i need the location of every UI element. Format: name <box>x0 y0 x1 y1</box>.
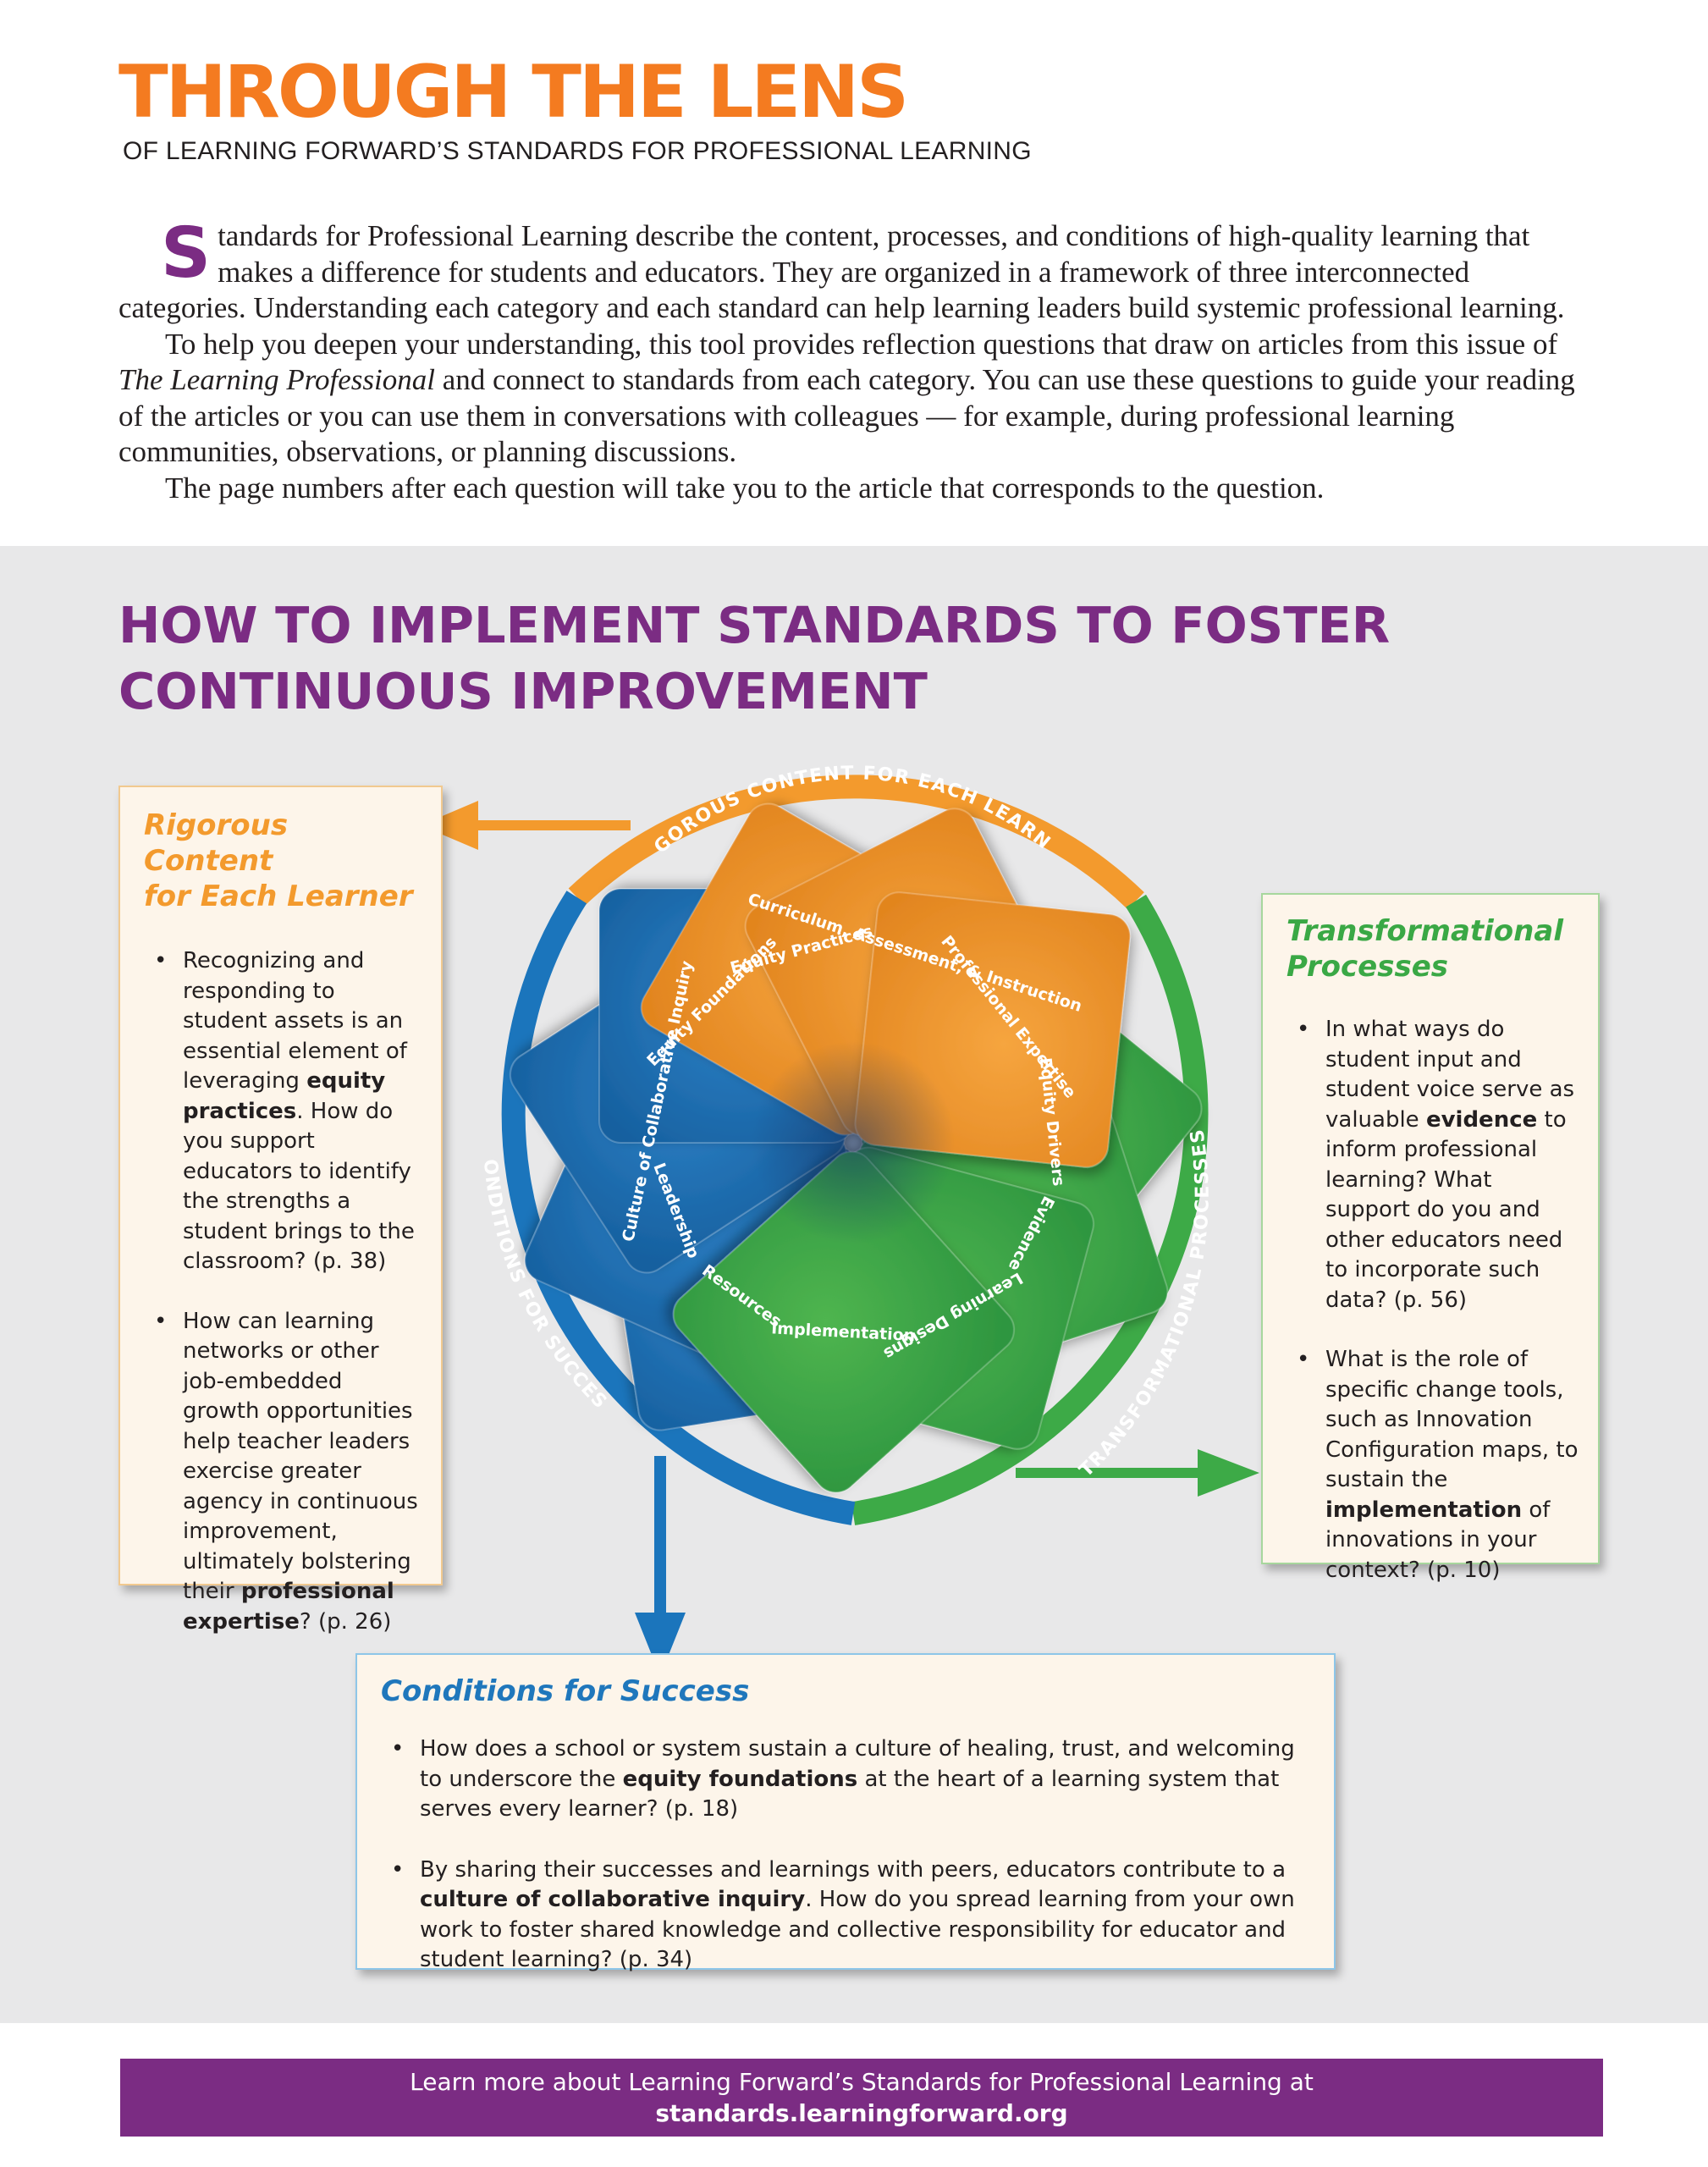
standard-highlight: implementation <box>1325 1497 1523 1523</box>
question-item: In what ways do student input and studen… <box>1287 1015 1581 1315</box>
footer-banner: Learn more about Learning Forward’s Stan… <box>120 2059 1603 2137</box>
standard-highlight: professional expertise <box>183 1579 394 1635</box>
question-text: What is the role of specific change tool… <box>1325 1347 1579 1492</box>
conditions-question-list: How does a school or system sustain a cu… <box>381 1734 1312 1976</box>
intro-paragraph-1-text: tandards for Professional Learning descr… <box>118 219 1565 324</box>
arrow-to-transformational <box>1016 1449 1259 1497</box>
question-item: How can learning networks or other job-e… <box>144 1307 419 1638</box>
arrow-to-conditions <box>635 1456 686 1676</box>
standard-highlight: evidence <box>1425 1106 1538 1133</box>
question-text: By sharing their successes and learnings… <box>420 1856 1287 1883</box>
standard-highlight: culture of collaborative inquiry <box>420 1887 806 1912</box>
question-text: to inform professional learning? What su… <box>1325 1106 1567 1313</box>
footer-text: Learn more about Learning Forward’s Stan… <box>410 2068 1314 2096</box>
question-text: ? (p. 26) <box>299 1608 392 1635</box>
intro-paragraph-2: To help you deepen your understanding, t… <box>118 327 1591 471</box>
section-heading-line-1: HOW TO IMPLEMENT STANDARDS TO FOSTER <box>118 596 1391 654</box>
drop-cap: S <box>161 213 212 294</box>
question-item: Recognizing and responding to student as… <box>144 946 419 1277</box>
section-heading-line-2: CONTINUOUS IMPROVEMENT <box>118 662 928 720</box>
question-item: How does a school or system sustain a cu… <box>381 1734 1312 1825</box>
question-item: By sharing their successes and learnings… <box>381 1855 1312 1976</box>
standard-card-implementation <box>672 1150 1016 1493</box>
rigorous-title-line-2: for Each Learner <box>144 879 413 913</box>
question-text: How can learning networks or other job-e… <box>183 1308 418 1605</box>
question-text: In what ways do student input and studen… <box>1325 1017 1575 1133</box>
question-text: . How do you spread learning from your o… <box>420 1887 1295 1972</box>
intro-paragraph-2-end: and connect to standards from each categ… <box>118 363 1575 468</box>
question-text: Recognizing and responding to student as… <box>183 948 407 1094</box>
transformational-title-line-1: Transformational <box>1287 914 1563 948</box>
page-title: THROUGH THE LENS <box>118 50 909 135</box>
standard-highlight: equity practices <box>183 1068 386 1124</box>
ring-label-rigorous: RIGOROUS CONTENT FOR EACH LEARNER <box>0 0 1055 858</box>
standard-highlight: equity foundations <box>622 1766 858 1792</box>
question-text: How does a school or system sustain a cu… <box>420 1736 1295 1792</box>
intro-paragraph-3: The page numbers after each question wil… <box>165 471 1325 505</box>
ring-orange-arc <box>568 775 1144 910</box>
arrow-to-rigorous <box>421 801 631 850</box>
question-text: at the heart of a learning system that s… <box>420 1766 1280 1822</box>
question-item: What is the role of specific change tool… <box>1287 1345 1581 1585</box>
question-text: of innovations in your context? (p. 10) <box>1325 1497 1551 1583</box>
section-heading: HOW TO IMPLEMENT STANDARDS TO FOSTER CON… <box>118 593 1473 725</box>
transformational-question-list: In what ways do student input and studen… <box>1287 1015 1581 1585</box>
conditions-for-success-title: Conditions for Success <box>381 1674 750 1708</box>
publication-title: The Learning Professional <box>118 363 435 396</box>
page-subtitle: OF LEARNING FORWARD’S STANDARDS FOR PROF… <box>123 137 1032 165</box>
intro-paragraph-2-start: To help you deepen your understanding, t… <box>165 327 1558 361</box>
question-text: . How do you support educators to identi… <box>183 1098 415 1275</box>
center-glow <box>752 1041 955 1244</box>
transformational-title-line-2: Processes <box>1287 950 1448 984</box>
rigorous-question-list: Recognizing and responding to student as… <box>144 946 419 1637</box>
rigorous-title-line-1: Rigorous Content <box>144 808 289 878</box>
conditions-for-success-card: Conditions for Success How does a school… <box>355 1653 1336 1972</box>
footer-link[interactable]: standards.learningforward.org <box>655 2099 1068 2127</box>
